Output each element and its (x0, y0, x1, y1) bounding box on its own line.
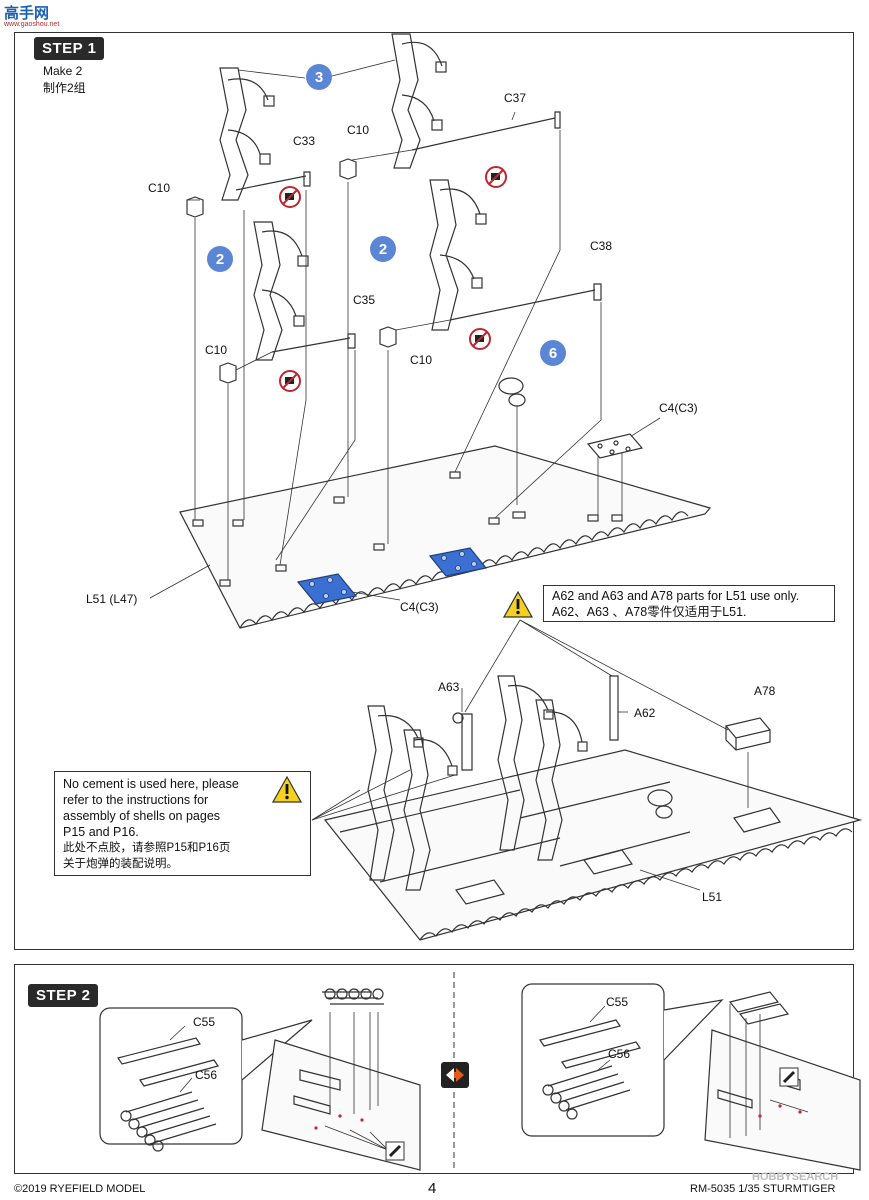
step2-badge: STEP 2 (28, 984, 99, 1007)
footer-model-code: RM-5035 1/35 STURMTIGER (690, 1183, 836, 1195)
label-a78: A78 (754, 684, 776, 698)
label-c33: C33 (293, 134, 316, 148)
step2-panel (14, 964, 854, 1174)
site-watermark: 高手网 www.gaoshou.net (4, 2, 59, 28)
footer-copyright: ©2019 RYEFIELD MODEL (14, 1183, 146, 1195)
label-a62: A62 (634, 706, 656, 720)
label-c38: C38 (590, 239, 613, 253)
note-b-cn-line-1: 此处不点胶，请参照P15和P16页 (63, 842, 231, 854)
label-c4-top: C4(C3) (659, 401, 698, 415)
label-l51: L51 (702, 890, 723, 904)
label-c10-b: C10 (148, 181, 171, 195)
label-c56-right: C56 (608, 1047, 631, 1061)
note-a62-a63-a78: A62 and A63 and A78 parts for L51 use on… (543, 585, 835, 622)
label-c35: C35 (353, 293, 376, 307)
swap-arrows-icon (441, 1062, 469, 1088)
watermark-url-text: www.gaoshou.net (4, 21, 60, 28)
note-b-line-4: P15 and P16. (63, 825, 139, 839)
note-b-line-1: No cement is used here, please (63, 777, 239, 791)
label-l51-l47: L51 (L47) (86, 592, 138, 606)
note-b-cn-line-2: 关于炮弹的装配说明。 (63, 858, 178, 870)
callout-subassembly-3: 3 (306, 64, 332, 90)
label-c10-c: C10 (205, 343, 228, 357)
label-a63: A63 (438, 680, 460, 694)
footer-watermark: HOBBYSEARCH (752, 1171, 839, 1183)
warning-icon-note-b (272, 776, 302, 803)
note-b-line-3: assembly of shells on pages (63, 809, 221, 823)
note-a-cn: A62、A63 、A78零件仅适用于L51. (552, 605, 747, 619)
label-c10-a: C10 (347, 123, 370, 137)
footer-page-number: 4 (428, 1180, 437, 1197)
label-c55-left: C55 (193, 1015, 216, 1029)
step1-badge: STEP 1 (34, 37, 105, 60)
label-c56-left: C56 (195, 1068, 218, 1082)
make-count-en: Make 2 (43, 64, 83, 78)
warning-icon-note-a (503, 591, 533, 618)
note-no-cement: No cement is used here, please refer to … (54, 771, 311, 876)
label-c4-bottom: C4(C3) (400, 600, 439, 614)
make-count-cn: 制作2组 (43, 81, 86, 95)
callout-subassembly-2-middle: 2 (370, 236, 396, 262)
no-glue-icons (279, 166, 507, 392)
callout-subassembly-2-left: 2 (207, 246, 233, 272)
note-a-en: A62 and A63 and A78 parts for L51 use on… (552, 589, 800, 603)
watermark-logo-text: 高手网 (4, 5, 50, 22)
label-c10-d: C10 (410, 353, 433, 367)
step1-panel (14, 32, 854, 950)
note-b-line-2: refer to the instructions for (63, 793, 209, 807)
label-c37: C37 (504, 91, 527, 105)
label-c55-right: C55 (606, 995, 629, 1009)
callout-subassembly-6: 6 (540, 340, 566, 366)
